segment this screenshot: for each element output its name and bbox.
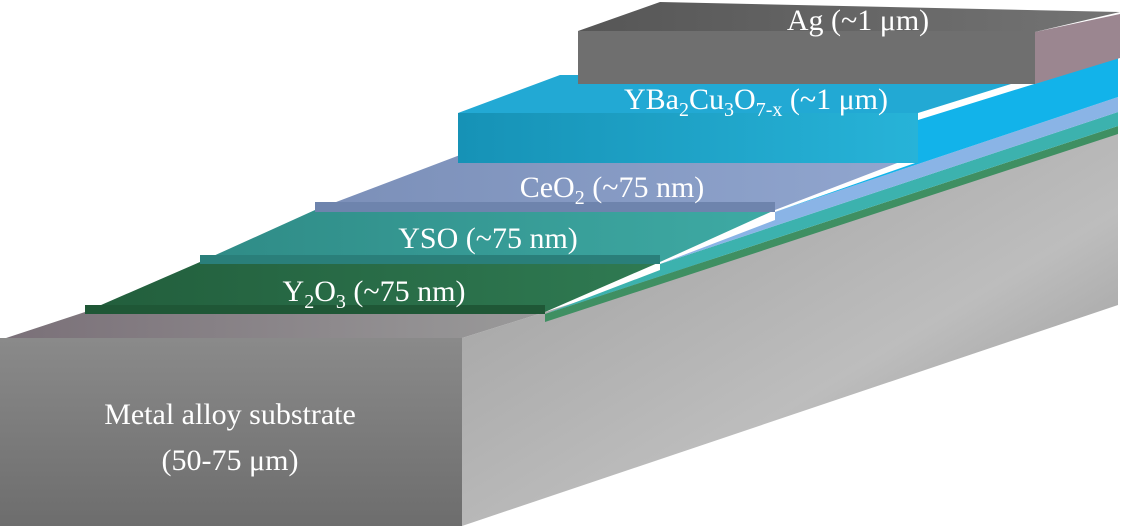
- ceo2-front-edge: [315, 202, 775, 212]
- substrate-side-face: [462, 133, 1118, 526]
- yso-top-face: [200, 210, 775, 262]
- yso-layer: [200, 112, 1118, 314]
- substrate-layer: [0, 131, 1118, 526]
- y2o3-label: Y2O3 (~75 nm): [283, 275, 466, 313]
- ceo2-label: CeO2 (~75 nm): [520, 171, 705, 209]
- y2o3-front-edge: [85, 305, 545, 314]
- ag-layer: [578, 2, 1120, 84]
- ceo2-layer: [315, 97, 1118, 264]
- substrate-front-face: [0, 338, 462, 526]
- ybco-front-face: [458, 113, 918, 163]
- yso-label: YSO (~75 nm): [398, 222, 578, 255]
- ybco-side-face: [775, 58, 1118, 212]
- ag-label: Ag (~1 μm): [787, 4, 929, 37]
- yso-side-strip: [545, 112, 1118, 314]
- y2o3-side-strip: [545, 126, 1118, 322]
- ybco-label: YBa2Cu3O7-x (~1 μm): [624, 83, 888, 121]
- substrate-label-line2: (50-75 μm): [162, 444, 299, 477]
- yso-front-edge: [200, 255, 660, 264]
- substrate-top-face: [0, 312, 545, 340]
- ag-front-face: [578, 31, 1035, 84]
- ag-side-face: [1035, 14, 1120, 84]
- ceo2-top-face: [315, 155, 918, 210]
- ceo2-side-strip: [660, 97, 1118, 264]
- y2o3-layer: [85, 126, 1118, 322]
- ag-top-face: [578, 2, 1120, 32]
- ybco-layer: [458, 58, 1118, 212]
- ybco-top-face: [458, 75, 1040, 113]
- substrate-label-line1: Metal alloy substrate: [104, 398, 356, 431]
- y2o3-top-face: [85, 262, 660, 312]
